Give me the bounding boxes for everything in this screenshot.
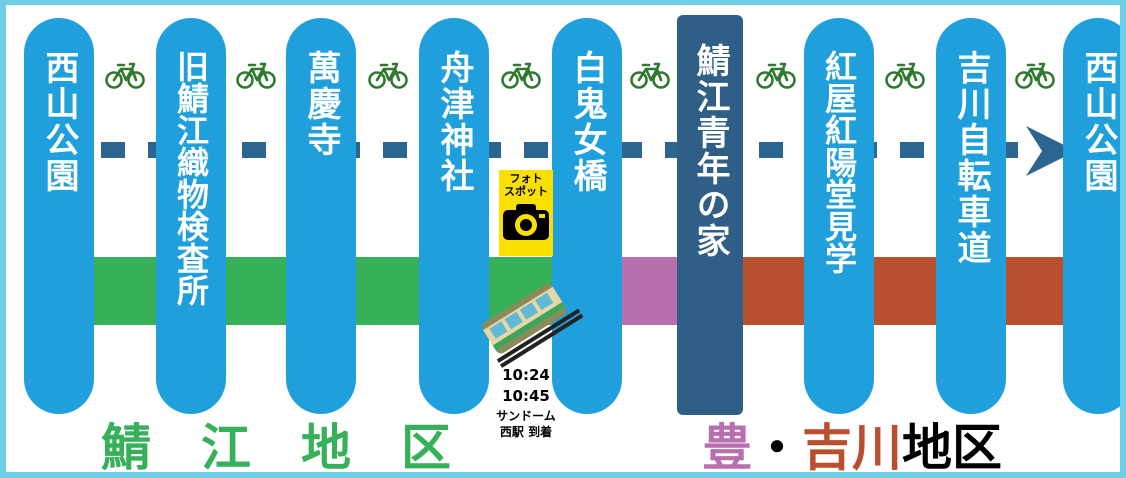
- route-dash: [242, 142, 266, 158]
- bicycle-icon: [629, 59, 670, 91]
- bicycle-icon: [105, 59, 145, 91]
- district-band-2: [712, 257, 1098, 325]
- photo-spot-label: フォト スポット: [504, 172, 548, 198]
- yutaka-label: 豊: [702, 419, 752, 477]
- stop-4: 白鬼女橋: [552, 18, 622, 414]
- stop-label: 紅屋紅陽堂見学: [820, 50, 858, 274]
- route-dash: [759, 142, 783, 158]
- stop-label: 萬慶寺: [301, 50, 341, 158]
- stop-label: 鯖江青年の家: [690, 43, 730, 259]
- yutaka-yoshikawa-district-label: 豊・吉川地区: [702, 419, 1002, 477]
- station-name-line1: サンドーム: [496, 409, 556, 423]
- train-icon: [482, 283, 584, 368]
- route-dash: [383, 142, 407, 158]
- stop-5: 鯖江青年の家: [677, 15, 743, 415]
- route-dash: [101, 142, 125, 158]
- photo-spot-badge: フォト スポット: [499, 170, 553, 256]
- stop-0: 西山公園: [24, 18, 94, 414]
- stop-label: 白鬼女橋: [567, 50, 607, 194]
- route-dash: [900, 142, 924, 158]
- stop-3: 舟津神社: [419, 18, 489, 414]
- station-name-line2: 西駅 到着: [499, 425, 553, 439]
- stop-label: 旧鯖江織物検査所: [172, 50, 210, 306]
- district-separator: ・: [752, 419, 802, 477]
- route-dash: [524, 142, 548, 158]
- stop-7: 吉川自転車道: [936, 18, 1006, 414]
- route-dash: [618, 142, 642, 158]
- stop-6: 紅屋紅陽堂見学: [804, 18, 874, 414]
- bicycle-icon: [367, 59, 408, 91]
- bicycle-icon: [885, 59, 925, 91]
- stop-8: 西山公園: [1063, 18, 1120, 414]
- bicycle-icon: [236, 59, 276, 91]
- sabae-district-label: 鯖 江 地 区: [101, 419, 451, 477]
- bicycle-icon: [1014, 59, 1055, 91]
- arrow-right-icon: [1026, 126, 1076, 176]
- stop-label: 西山公園: [39, 50, 79, 194]
- yoshikawa-label: 吉川: [802, 419, 902, 477]
- arrival-time-2: 10:45: [502, 387, 550, 405]
- stop-2: 萬慶寺: [286, 18, 356, 414]
- bicycle-icon: [755, 59, 796, 91]
- bicycle-icon: [500, 59, 541, 91]
- camera-icon: [503, 204, 549, 240]
- arrival-time-1: 10:24: [502, 366, 550, 384]
- stop-label: 吉川自転車道: [951, 50, 991, 266]
- district-suffix: 地区: [902, 419, 1002, 477]
- stop-label: 西山公園: [1078, 50, 1118, 194]
- stop-label: 舟津神社: [434, 50, 474, 194]
- stop-1: 旧鯖江織物検査所: [156, 18, 226, 414]
